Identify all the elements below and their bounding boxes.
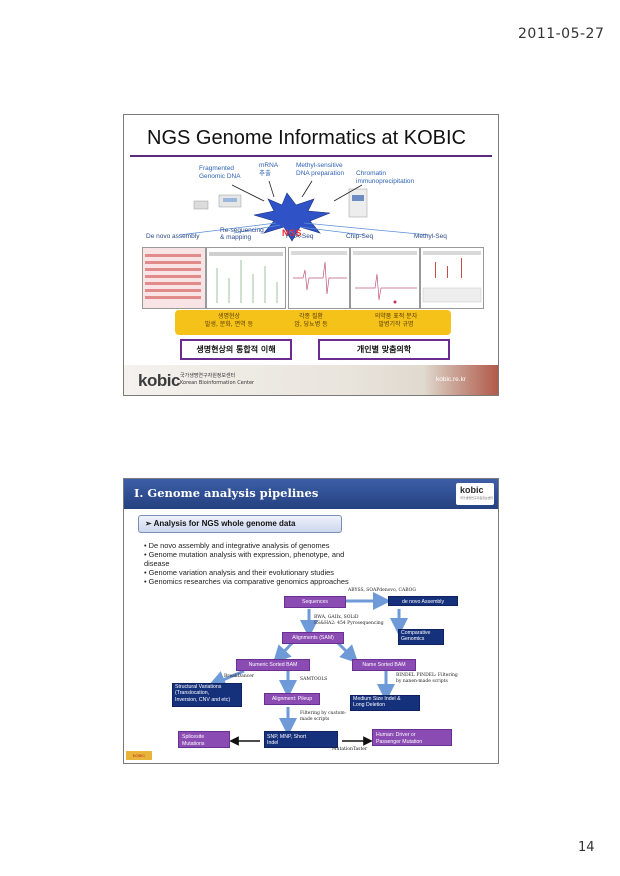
node-medium-indel: Medium Size Indel & Long Deletion xyxy=(350,695,420,711)
node-numeric-sorted-bam: Numeric Sorted BAM xyxy=(236,659,310,671)
kobic-org-names: 국가생명연구자원정보센터 Korean Bioinformation Cente… xyxy=(180,373,254,387)
app-rnaseq: RNA-Seq xyxy=(286,233,314,240)
input-chromatin: Chromatin immunoprecipitation xyxy=(356,170,415,185)
rnaseq-thumbnail xyxy=(288,247,350,309)
input-methyl-sensitive: Methyl-sensitive DNA preparation xyxy=(296,162,345,177)
slide-title: NGS Genome Informatics at KOBIC xyxy=(147,127,466,149)
app-reseq: Re-sequencing & mapping xyxy=(220,227,264,241)
benefit-3-line1: 의약품 표적 분자 xyxy=(374,313,418,320)
section-heading: ➢ Analysis for NGS whole genome data xyxy=(138,515,342,533)
sequencer-tower-icon xyxy=(348,188,368,218)
benefit-1-line1: 생명현상 xyxy=(217,313,241,320)
node-name-sorted-bam: Name Sorted BAM xyxy=(352,659,416,671)
ngs-starburst-icon xyxy=(253,192,331,242)
node-snp-mnp-indel: SNP, MNP, Short Indel xyxy=(264,731,338,748)
breakdancer-note: BreakDancer xyxy=(224,674,255,679)
node-human-mutation: Human: Driver or Passenger Mutation xyxy=(372,729,452,746)
bullet-2-cont: disease xyxy=(144,559,170,568)
benefit-3-line2: 발병기작 규명 xyxy=(378,321,414,328)
denovo-thumbnail xyxy=(142,247,206,309)
kobic-org-kr: 국가생명연구자원정보센터 xyxy=(180,373,236,379)
benefit-1-line2: 발생, 분화, 면역 등 xyxy=(204,321,254,328)
benefit-3: 의약품 표적 분자 발병기작 규명 xyxy=(356,313,436,329)
benefit-2-line2: 암, 당뇨병 등 xyxy=(294,321,328,328)
slide2-kobic-logo: kobic xyxy=(460,485,484,495)
benefit-1: 생명현상 발생, 분화, 면역 등 xyxy=(194,313,264,329)
aligners-note: BWA, GAIIx, SOLiD SS&HA2: 454 Pyrosequen… xyxy=(314,615,384,626)
node-sequences: Sequences xyxy=(284,596,346,608)
benefits-bar xyxy=(175,310,451,335)
node-denovo-assembly: de novo Assembly xyxy=(388,596,458,606)
slide2-titlebar xyxy=(124,479,498,509)
footer-url-background xyxy=(424,365,498,395)
bullet-3: • Genome variation analysis and their ev… xyxy=(144,568,334,577)
kobic-org-en: Korean Bioinformation Center xyxy=(180,380,255,386)
samtools-note: SAMTOOLS xyxy=(300,677,328,682)
app-methylseq: Methyl-Seq xyxy=(414,233,447,240)
outcome-integrated-understanding: 생명현상의 통합적 이해 xyxy=(180,339,292,360)
node-structural-variations: Structural Variations (Translocation, In… xyxy=(172,683,242,707)
slide2-kobic-logo-sub: 국가생명연구자원정보센터 xyxy=(460,496,494,500)
slide-genome-analysis-pipelines: I. Genome analysis pipelines kobic 국가생명연… xyxy=(123,478,499,764)
bullet-2: • Genome mutation analysis with expressi… xyxy=(144,550,345,559)
ngs-hub-diagram xyxy=(178,180,430,242)
slide2-footer-tag: KOBIC xyxy=(126,751,152,760)
outcome-personalized-medicine: 개인별 맞춤의학 xyxy=(318,339,450,360)
node-alignment-pileup: Alignment: Pileup xyxy=(264,693,320,705)
slide-ngs-genome-informatics: NGS Genome Informatics at KOBIC Fragment… xyxy=(123,114,499,396)
node-alignments-sam: Alignments (SAM) xyxy=(282,632,344,644)
footer-url: kobic.re.kr xyxy=(436,376,466,383)
app-denovo: De novo assembly xyxy=(146,233,200,240)
title-underline xyxy=(130,155,492,157)
ngs-hub-label: NGS xyxy=(282,228,302,238)
filtering-note: Filtering by custom- made scripts xyxy=(300,711,347,722)
methylseq-thumbnail xyxy=(420,247,484,309)
page-number: 14 xyxy=(578,840,595,855)
node-splicesite-mutations: Splicesite Mutations xyxy=(178,731,230,748)
sequencer-machine-icon xyxy=(193,194,242,210)
slide2-logo-box xyxy=(456,483,494,505)
kobic-logo: kobic xyxy=(138,371,180,390)
benefit-2: 각종 질환 암, 당뇨병 등 xyxy=(276,313,346,329)
input-mrna: mRNA 추출 xyxy=(259,162,279,177)
bullet-1: • De novo assembly and integrative analy… xyxy=(144,541,330,550)
input-fragmented-dna: Fragmented Genomic DNA xyxy=(199,165,241,180)
slide-footer: kobic 국가생명연구자원정보센터 Korean Bioinformation… xyxy=(124,365,498,395)
chipseq-thumbnail xyxy=(350,247,420,309)
header-date: 2011-05-27 xyxy=(518,26,605,42)
benefit-2-line1: 각종 질환 xyxy=(299,313,323,320)
bindel-note: BINDEL PINDEL: Filtering by nanen-made s… xyxy=(396,673,458,684)
reseq-thumbnail xyxy=(206,247,286,309)
slide2-title: I. Genome analysis pipelines xyxy=(134,486,319,500)
mutationtaster-note: MutationTaster xyxy=(332,747,368,752)
bullet-4: • Genomics researches via comparative ge… xyxy=(144,577,349,586)
app-chipseq: Chip-Seq xyxy=(346,233,374,240)
node-comparative-genomics: Comparative Genomics xyxy=(398,629,444,645)
tools-top-note: ABYSS, SOAPdenovo, CABOG xyxy=(348,588,416,593)
